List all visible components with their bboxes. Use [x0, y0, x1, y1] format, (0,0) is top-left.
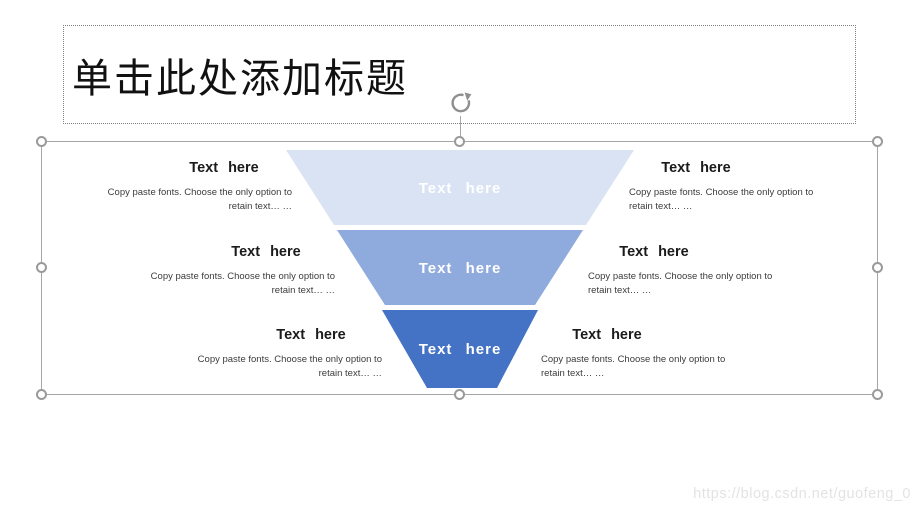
funnel-segment-top[interactable] — [286, 150, 634, 225]
text-block-heading: Text here — [276, 327, 346, 343]
rotate-handle-stem — [460, 116, 461, 141]
title-placeholder[interactable]: 单击此处添加标题 — [63, 25, 856, 124]
text-block-body: Copy paste fonts. Choose the only option… — [150, 271, 335, 296]
text-block-heading: Text here — [661, 160, 731, 176]
text-block-body: Copy paste fonts. Choose the only option… — [629, 187, 814, 212]
selection-handle-top-right[interactable] — [872, 136, 883, 147]
selection-handle-top-left[interactable] — [36, 136, 47, 147]
selection-handle-middle-right[interactable] — [872, 262, 883, 273]
funnel-segment-middle[interactable] — [337, 230, 583, 305]
text-block-heading: Text here — [231, 244, 301, 260]
selection-handle-bottom-right[interactable] — [872, 389, 883, 400]
text-block-body: Copy paste fonts. Choose the only option… — [197, 354, 382, 379]
funnel-label-middle: Text here — [418, 260, 502, 277]
funnel-segment-bottom[interactable] — [382, 310, 538, 388]
rotate-handle-icon[interactable] — [448, 91, 474, 117]
text-block-body: Copy paste fonts. Choose the only option… — [541, 354, 726, 379]
funnel-label-top: Text here — [418, 180, 502, 197]
text-block-heading: Text here — [572, 327, 642, 343]
selection-handle-bottom-center[interactable] — [454, 389, 465, 400]
text-block-heading: Text here — [619, 244, 689, 260]
selection-handle-top-center[interactable] — [454, 136, 465, 147]
funnel-label-bottom: Text here — [418, 341, 502, 358]
text-block-body: Copy paste fonts. Choose the only option… — [107, 187, 292, 212]
selection-handle-bottom-left[interactable] — [36, 389, 47, 400]
text-block-heading: Text here — [189, 160, 259, 176]
selection-handle-middle-left[interactable] — [36, 262, 47, 273]
text-block-body: Copy paste fonts. Choose the only option… — [588, 271, 773, 296]
watermark-text: https://blog.csdn.net/guofeng_0 — [693, 486, 911, 502]
title-text: 单击此处添加标题 — [72, 56, 408, 101]
